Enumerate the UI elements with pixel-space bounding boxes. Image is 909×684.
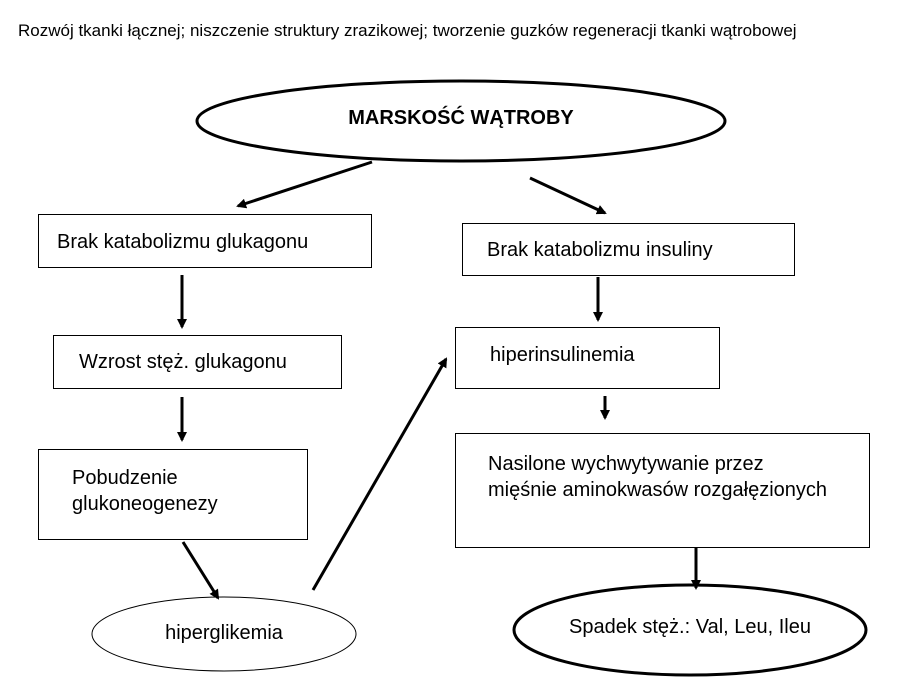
hyperinsulinemia-box: hiperinsulinemia — [455, 327, 720, 389]
amino-acid-uptake-box: Nasilone wychwytywanie przez mięśnie ami… — [455, 433, 870, 548]
arrow-gluconeogenesis-to-hyperglycemia — [181, 541, 220, 600]
hyperglycemia-label: hiperglikemia — [165, 622, 283, 644]
main-oval — [195, 79, 727, 163]
glucagon-concentration-box: Wzrost stęż. glukagonu — [53, 335, 342, 389]
amino-acid-uptake-label: Nasilone wychwytywanie przez mięśnie ami… — [488, 453, 828, 501]
hyperinsulinemia-label: hiperinsulinemia — [490, 344, 635, 366]
intro-text: Rozwój tkanki łącznej; niszczenie strukt… — [18, 21, 797, 40]
glucagon-catabolism-label: Brak katabolizmu glukagonu — [57, 231, 309, 253]
main-title: MARSKOŚĆ WĄTROBY — [348, 107, 574, 129]
glucagon-catabolism-box: Brak katabolizmu glukagonu — [38, 214, 372, 268]
gluconeogenesis-label: Pobudzenie glukoneogenezy — [72, 467, 218, 515]
concentration-drop-oval — [512, 583, 868, 677]
arrow-main-to-insulin — [529, 176, 607, 215]
gluconeogenesis-box: Pobudzenie glukoneogenezy — [38, 449, 308, 540]
concentration-drop-label: Spadek stęż.: Val, Leu, Ileu — [568, 616, 811, 638]
glucagon-concentration-label: Wzrost stęż. glukagonu — [79, 351, 287, 373]
arrow-main-to-glucagon — [236, 160, 373, 209]
insulin-catabolism-box: Brak katabolizmu insuliny — [462, 223, 795, 276]
arrow-hyperglycemia-to-hyperinsulinemia — [311, 357, 448, 591]
hyperglycemia-oval — [91, 596, 357, 672]
insulin-catabolism-label: Brak katabolizmu insuliny — [487, 239, 713, 261]
